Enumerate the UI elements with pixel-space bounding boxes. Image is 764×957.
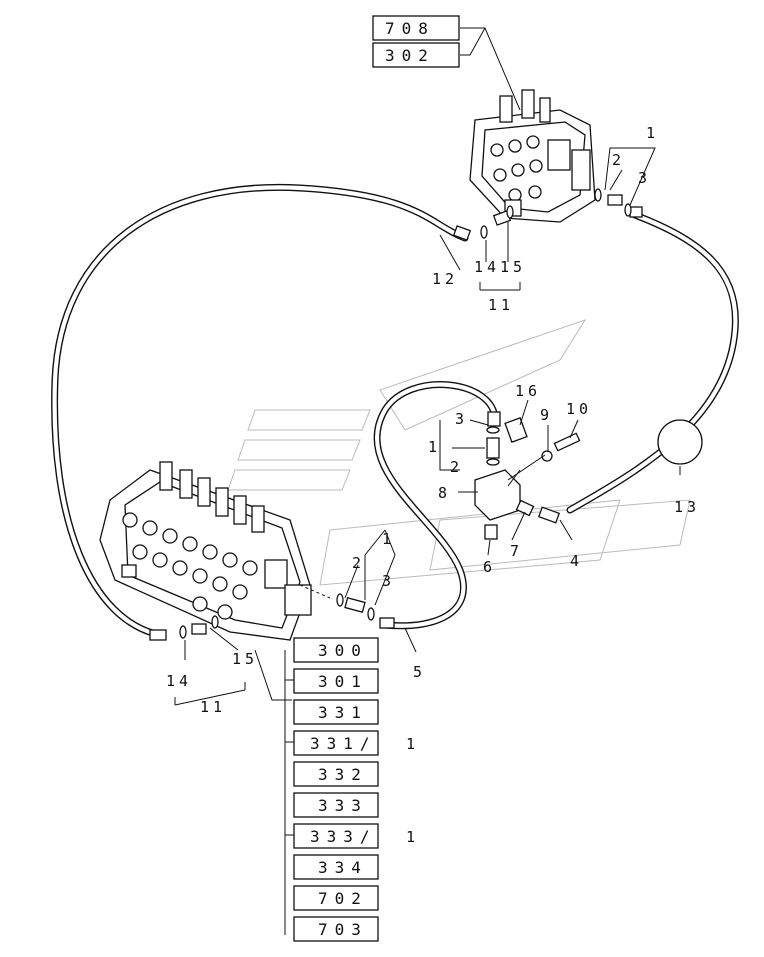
callout-16: 16	[515, 382, 541, 400]
callout-3-top: 3	[638, 169, 651, 187]
ref-box-list: 300 301 331 331/ 1 332 333 333/ 1 334 70…	[293, 637, 419, 942]
callout-7: 7	[510, 542, 523, 560]
ref-box-300-text: 300	[318, 641, 368, 660]
ref-box-333-text: 333	[318, 796, 368, 815]
ref-box-301-text: 301	[318, 672, 368, 691]
callout-2-top: 2	[612, 151, 625, 169]
callout-13: 13	[674, 498, 700, 516]
callout-3-mid: 3	[455, 410, 468, 428]
ref-box-302-text: 302	[385, 46, 435, 65]
callout-labels: 1 2 3 12 14 15 11 16 3 9 10 1 2 8 13 4 7…	[166, 124, 700, 716]
ref-box-331-1-suffix: 1	[406, 735, 419, 753]
callout-15-low: 15	[232, 650, 258, 668]
callout-11-top: 11	[488, 296, 514, 314]
callout-9: 9	[540, 406, 553, 424]
top-control-valve	[469, 89, 596, 223]
hose-12	[51, 183, 469, 639]
callout-8: 8	[438, 484, 451, 502]
ref-box-331-1-text: 331/	[310, 734, 377, 753]
ref-box-334-text: 334	[318, 858, 368, 877]
callout-12: 12	[432, 270, 458, 288]
ref-box-333-1-suffix: 1	[406, 828, 419, 846]
callout-1-mid: 1	[428, 438, 441, 456]
hose-13	[566, 211, 739, 514]
ref-box-702-text: 702	[318, 889, 368, 908]
callout-2-mid: 2	[450, 458, 463, 476]
callout-14-top: 14	[474, 258, 500, 276]
ref-box-332-text: 332	[318, 765, 368, 784]
main-control-valve	[99, 461, 312, 641]
ref-box-333-1-text: 333/	[310, 827, 377, 846]
leader-lines	[174, 27, 681, 935]
callout-15-top: 15	[500, 258, 526, 276]
callout-14-low: 14	[166, 672, 192, 690]
callout-2-low: 2	[352, 554, 365, 572]
ref-box-703-text: 703	[318, 920, 368, 939]
hose-clamp	[657, 419, 703, 465]
callout-1-low: 1	[382, 530, 395, 548]
callout-11-low: 11	[200, 698, 226, 716]
callout-5-hose: 5	[413, 663, 426, 681]
ref-box-708: 708	[372, 15, 460, 41]
callout-4: 4	[570, 552, 583, 570]
callout-1-top: 1	[646, 124, 659, 142]
ref-box-302: 302	[372, 42, 460, 68]
hose-5	[373, 381, 499, 630]
ref-box-331-text: 331	[318, 703, 368, 722]
callout-6: 6	[483, 558, 496, 576]
callout-3-low: 3	[382, 572, 395, 590]
callout-10: 10	[566, 400, 592, 418]
manifold-block-8	[474, 469, 521, 521]
ref-box-708-text: 708	[385, 19, 435, 38]
